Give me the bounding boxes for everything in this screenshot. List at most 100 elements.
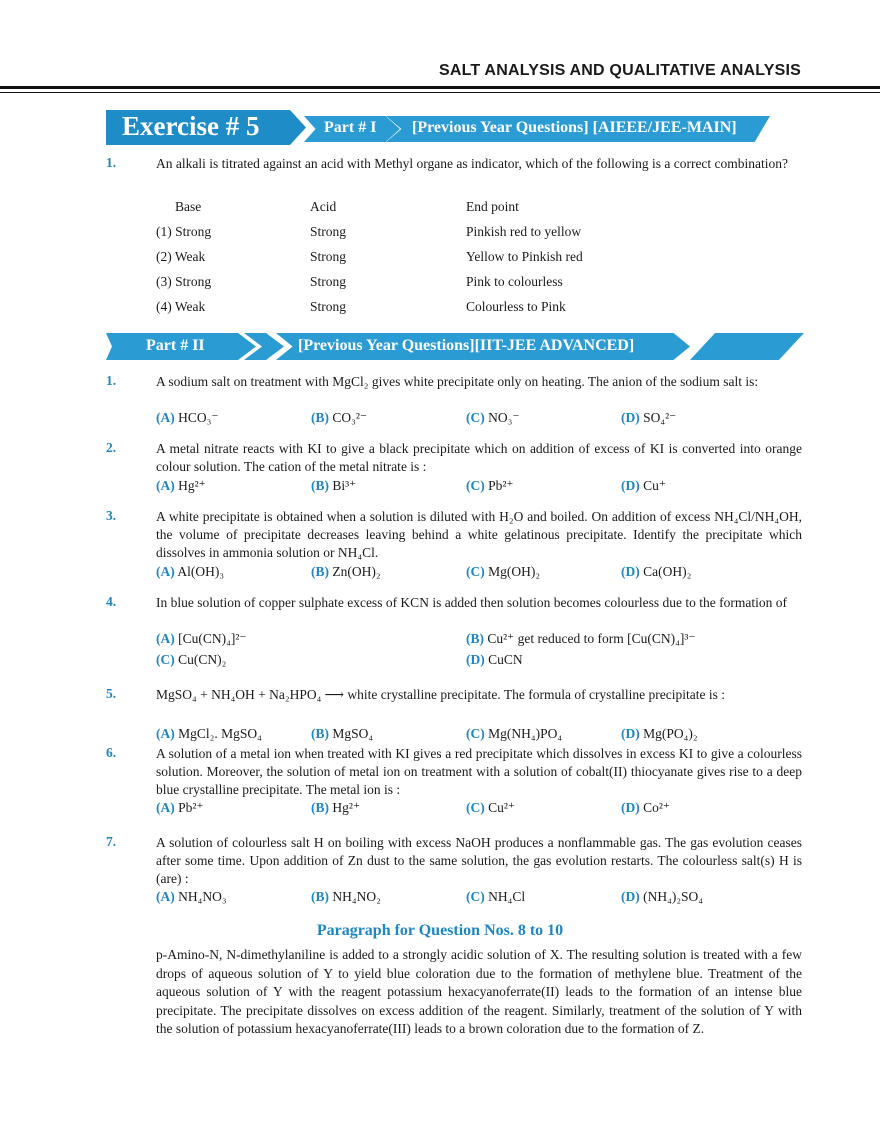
table-cell: Strong: [310, 224, 347, 239]
option-label: (A): [156, 410, 175, 425]
question-text: A metal nitrate reacts with KI to give a…: [156, 441, 802, 474]
option-label: (C): [466, 478, 485, 493]
option-label: (A): [156, 800, 175, 815]
header-rule-thin: [0, 92, 880, 93]
question-number: 2.: [106, 440, 117, 455]
table-cell: Yellow to Pinkish red: [466, 249, 583, 264]
option-b: (B) NH₄NO₂: [311, 889, 381, 905]
option-value: Cu(CN)₂: [178, 652, 227, 667]
option-value: (NH₄)₂SO₄: [643, 889, 703, 904]
option-label: (B): [466, 631, 484, 646]
part1-title: [Previous Year Questions] [AIEEE/JEE-MAI…: [412, 119, 737, 136]
option-c: (C) Mg(OH)₂: [466, 564, 540, 580]
option-label: (C): [466, 410, 485, 425]
option-value: [Cu(CN)₄]²⁻: [178, 631, 247, 646]
option-label: (B): [311, 889, 329, 904]
option-b: (B) MgSO₄: [311, 726, 373, 742]
option-value: Mg(NH₄)PO₄: [488, 726, 563, 741]
option-value: Co²⁺: [643, 800, 671, 815]
question-text: In blue solution of copper sulphate exce…: [156, 595, 787, 610]
question-text: A white precipitate is obtained when a s…: [156, 509, 802, 560]
table-header-acid: Acid: [310, 199, 337, 214]
option-a: (A) Pb²⁺: [156, 800, 204, 816]
part2-label: Part # II: [146, 337, 205, 354]
option-label: (C): [466, 889, 485, 904]
option-label: (A): [156, 889, 175, 904]
paragraph-heading: Paragraph for Question Nos. 8 to 10: [316, 922, 564, 939]
option-value: NH₄NO₃: [178, 889, 227, 904]
option-value: NH₄NO₂: [332, 889, 381, 904]
table-header-end-point: End point: [466, 199, 519, 214]
question-number: 7.: [106, 834, 117, 849]
option-a: (A) Hg²⁺: [156, 478, 206, 494]
option-value: Hg²⁺: [332, 800, 361, 815]
option-c: (C) Pb²⁺: [466, 478, 514, 494]
table-cell: Strong: [310, 274, 347, 289]
question-number: 3.: [106, 508, 117, 523]
option-value: Bi³⁺: [332, 478, 357, 493]
question-text: A solution of colourless salt H on boili…: [156, 835, 802, 886]
option-value: CO₃²⁻: [332, 410, 368, 425]
option-label: (B): [311, 478, 329, 493]
option-label: (A): [156, 726, 175, 741]
option-b: (B) Bi³⁺: [311, 478, 356, 494]
option-label: (C): [466, 564, 485, 579]
question-number: 1.: [106, 373, 117, 388]
table-cell: (3) Strong: [156, 274, 212, 289]
option-a: (A) [Cu(CN)₄]²⁻: [156, 631, 247, 647]
option-label: (D): [621, 564, 640, 579]
option-label: (C): [156, 652, 175, 667]
option-c: (C) Cu(CN)₂: [156, 652, 226, 668]
question-text: A sodium salt on treatment with MgCl₂ gi…: [156, 374, 759, 389]
option-value: NO₃⁻: [488, 410, 520, 425]
option-a: (A) NH₄NO₃: [156, 889, 227, 905]
page-header-title: SALT ANALYSIS AND QUALITATIVE ANALYSIS: [439, 62, 801, 79]
option-label: (D): [621, 726, 640, 741]
option-value: CuCN: [488, 652, 523, 667]
table-cell: (1) Strong: [156, 224, 212, 239]
option-d: (D) SO₄²⁻: [621, 410, 676, 426]
option-d: (D) Mg(PO₄)₂: [621, 726, 698, 742]
option-label: (A): [156, 478, 175, 493]
option-d: (D) Cu⁺: [621, 478, 666, 494]
option-value: HCO₃⁻: [178, 410, 219, 425]
option-value: Al(OH)₃: [177, 564, 225, 579]
exercise-banner: Exercise # 5: [106, 110, 306, 145]
option-d: (D) CuCN: [466, 652, 523, 668]
option-a: (A) Al(OH)₃: [156, 564, 224, 580]
part2-label-banner: Part # II: [106, 333, 256, 360]
option-b: (B) CO₃²⁻: [311, 410, 367, 426]
table-cell: Strong: [310, 249, 347, 264]
question-text: A solution of a metal ion when treated w…: [156, 746, 802, 797]
question-text: MgSO₄ + NH₄OH + Na₂HPO₄ ⟶ white crystall…: [156, 687, 726, 702]
table-cell: Pinkish red to yellow: [466, 224, 582, 239]
table-cell: Colourless to Pink: [466, 299, 566, 314]
option-value: NH₄Cl: [488, 889, 526, 904]
option-value: Cu²⁺: [488, 800, 516, 815]
option-label: (A): [156, 631, 175, 646]
question-text: An alkali is titrated against an acid wi…: [156, 156, 789, 171]
option-b: (B) Zn(OH)₂: [311, 564, 381, 580]
part1-label-banner: Part # I: [304, 116, 400, 142]
option-label: (D): [621, 478, 640, 493]
question-number: 1.: [106, 155, 117, 170]
option-label: (B): [311, 564, 329, 579]
paragraph-text: p-Amino-N, N-dimethylaniline is added to…: [156, 947, 802, 1036]
option-c: (C) Cu²⁺: [466, 800, 515, 816]
option-a: (A) HCO₃⁻: [156, 410, 218, 426]
table-cell: (4) Weak: [156, 299, 206, 314]
option-label: (D): [621, 410, 640, 425]
table-header-base: Base: [175, 199, 202, 214]
option-label: (D): [621, 889, 640, 904]
option-d: (D) Ca(OH)₂: [621, 564, 691, 580]
option-label: (B): [311, 410, 329, 425]
table-cell: (2) Weak: [156, 249, 206, 264]
option-value: MgSO₄: [332, 726, 374, 741]
option-label: (D): [621, 800, 640, 815]
option-b: (B) Hg²⁺: [311, 800, 360, 816]
option-value: Cu⁺: [643, 478, 667, 493]
part2-banner-tail: [690, 333, 804, 360]
option-b: (B) Cu²⁺ get reduced to form [Cu(CN)₄]³⁻: [466, 631, 696, 647]
option-value: Zn(OH)₂: [332, 564, 381, 579]
option-label: (B): [311, 800, 329, 815]
